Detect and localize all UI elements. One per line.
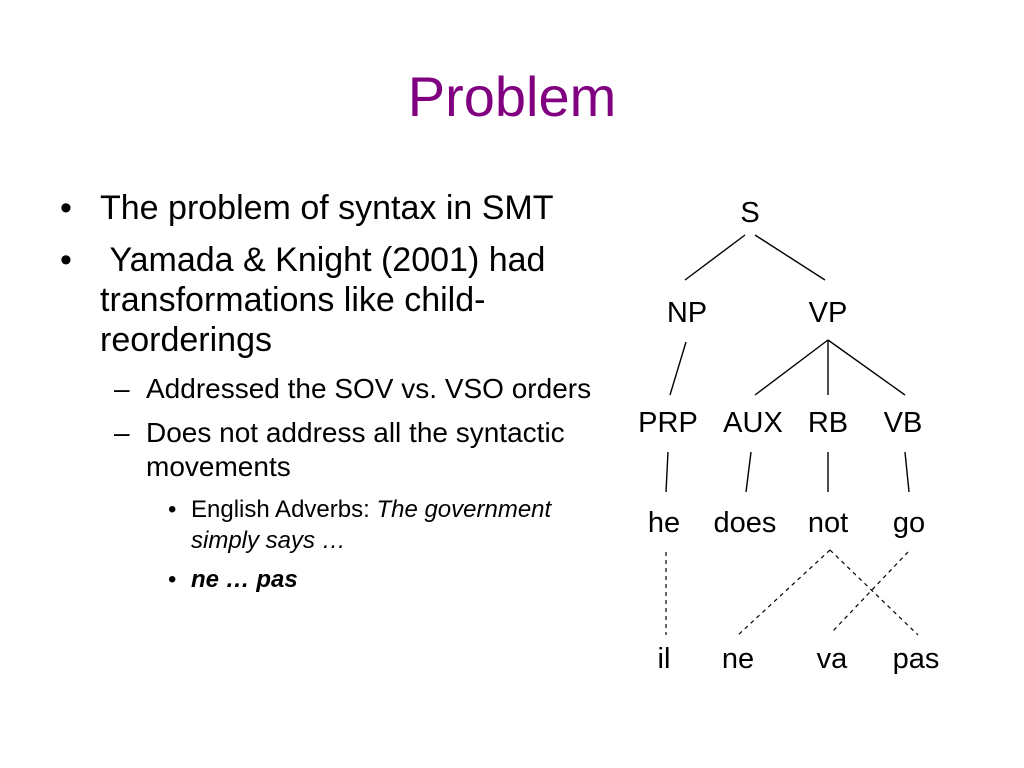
node-aux: AUX [723, 407, 783, 439]
bullet-marker: • [60, 189, 72, 227]
word-not: not [808, 507, 848, 539]
bullet-text: Yamada & Knight (2001) had transformatio… [100, 241, 555, 359]
dash-marker: – [114, 373, 130, 404]
node-vp: VP [809, 297, 848, 329]
sub-sub-bullet-item: • English Adverbs: The government simply… [58, 494, 598, 556]
bullet-item: • The problem of syntax in SMT [58, 188, 598, 228]
edge-vb-go [904, 451, 910, 493]
edge-vp-aux [754, 339, 829, 396]
bullet-marker: • [60, 241, 72, 279]
word-il: il [658, 643, 671, 675]
edge-prp-he [665, 451, 669, 493]
bullet-marker: • [168, 566, 177, 593]
edge-s-np [684, 234, 746, 281]
align-go-va [831, 551, 909, 633]
node-vb: VB [884, 407, 923, 439]
node-rb: RB [808, 407, 848, 439]
node-prp: PRP [638, 407, 698, 439]
sub-bullet-text: Addressed the SOV vs. VSO orders [146, 373, 592, 404]
adverb-label: English Adverbs: [191, 496, 377, 523]
sub-bullet-item: – Addressed the SOV vs. VSO orders [58, 372, 598, 406]
dash-marker: – [114, 417, 130, 448]
bullet-list: • The problem of syntax in SMT • Yamada … [58, 188, 598, 603]
sub-bullet-item: – Does not address all the syntactic mov… [58, 416, 598, 484]
edge-aux-does [745, 451, 752, 493]
edge-np-prp [669, 341, 687, 396]
align-not-pas [829, 549, 919, 636]
word-go: go [893, 507, 925, 539]
bullet-marker: • [168, 496, 177, 523]
align-not-ne [737, 549, 831, 636]
word-va: va [817, 643, 849, 675]
word-he: he [648, 507, 680, 539]
bullet-item: • Yamada & Knight (2001) had transformat… [58, 240, 598, 360]
ne-pas-text: ne … pas [191, 566, 298, 593]
sub-sub-bullet-text: English Adverbs: The government simply s… [191, 494, 598, 556]
sub-sub-bullet-item: • ne … pas [58, 564, 598, 595]
node-s: S [740, 197, 759, 229]
word-pas: pas [893, 643, 940, 675]
sub-bullet-text: Does not address all the syntactic movem… [146, 417, 565, 482]
edge-vp-vb [827, 339, 906, 396]
slide-title: Problem [407, 65, 617, 128]
adverb-example: The government simply says … [191, 496, 552, 554]
word-ne: ne [722, 643, 754, 675]
parse-tree-diagram: S NP VP PRP AUX RB VB he does not go il … [638, 197, 940, 675]
node-np: NP [667, 297, 707, 329]
bullet-text: The problem of syntax in SMT [100, 189, 554, 227]
word-does: does [714, 507, 777, 539]
edge-s-vp [754, 234, 826, 281]
